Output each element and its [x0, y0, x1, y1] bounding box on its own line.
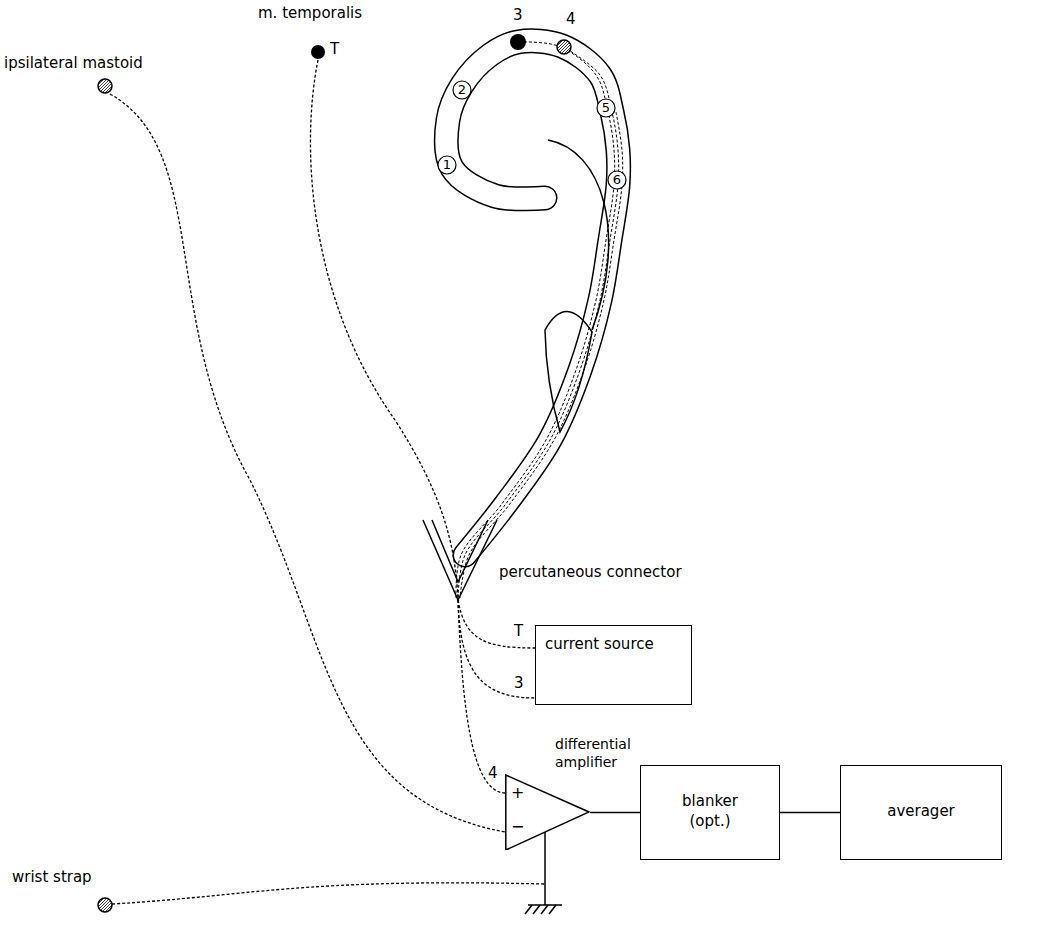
electrode-carrier	[446, 41, 618, 555]
ground-line	[528, 832, 562, 905]
ground-stroke	[525, 905, 532, 914]
amplifier-triangle: differential amplifier+−	[505, 735, 590, 850]
ground-stroke	[533, 905, 540, 914]
pin-name: T	[330, 40, 339, 58]
temporalis-electrode	[311, 45, 325, 59]
process-box: averager	[840, 765, 1002, 860]
ground-stroke	[541, 905, 548, 914]
wrist-wire	[112, 883, 545, 904]
callout-number: 6	[613, 172, 621, 188]
mastoid-electrode	[98, 79, 112, 93]
ground-symbol	[525, 832, 562, 914]
ground-stroke	[549, 905, 556, 914]
cochlea-wall	[548, 140, 609, 330]
three-wire	[458, 600, 535, 698]
part-label: ipsilateral mastoid	[4, 54, 143, 72]
pin-name: T	[514, 622, 523, 640]
recording-electrode	[557, 40, 571, 54]
amplifier-label: differential amplifier	[555, 735, 650, 771]
mastoid-wire	[110, 94, 505, 832]
lead-wire	[460, 112, 623, 598]
pin-name: 3	[513, 6, 523, 24]
process-box: blanker (opt.)	[640, 765, 780, 860]
callout-number: 5	[602, 100, 610, 116]
wires	[110, 60, 545, 904]
ground-hatch	[525, 905, 556, 914]
round-window	[545, 311, 592, 432]
pin-name: 3	[514, 674, 524, 692]
lead-wire	[456, 42, 615, 598]
part-label: percutaneous connector	[499, 563, 682, 581]
lead-wire	[458, 46, 619, 598]
electrode-leads	[456, 42, 623, 598]
connector-outline	[423, 520, 497, 600]
connector-inner	[432, 520, 488, 582]
electrodes	[438, 34, 626, 189]
electrode-carrier-inner	[446, 41, 618, 555]
amplifier-shape	[506, 775, 589, 850]
wrist-electrode	[98, 898, 112, 912]
signal-line	[590, 812, 640, 814]
electrode-ring	[597, 99, 615, 117]
process-box: current source	[535, 625, 692, 705]
part-label: wrist strap	[12, 868, 92, 886]
box-label: current source	[536, 626, 691, 664]
input-sign: −	[511, 817, 524, 838]
electrode-ring	[438, 156, 456, 174]
electrode-ring	[608, 171, 626, 189]
input-sign: +	[511, 783, 524, 804]
temporalis-wire	[310, 60, 458, 598]
percutaneous-connector	[423, 520, 497, 600]
part-label: m. temporalis	[258, 4, 362, 22]
four-wire	[458, 600, 505, 793]
box-label: averager	[841, 792, 1001, 832]
electrode-ring	[453, 81, 471, 99]
signal-line	[780, 812, 840, 814]
callout-number: 2	[458, 82, 466, 98]
stimulating-electrode	[510, 34, 526, 50]
t-wire	[458, 600, 535, 648]
pin-name: 4	[488, 764, 498, 782]
pin-name: 4	[566, 10, 576, 28]
box-label: blanker (opt.)	[655, 782, 765, 841]
callout-number: 1	[443, 157, 451, 173]
